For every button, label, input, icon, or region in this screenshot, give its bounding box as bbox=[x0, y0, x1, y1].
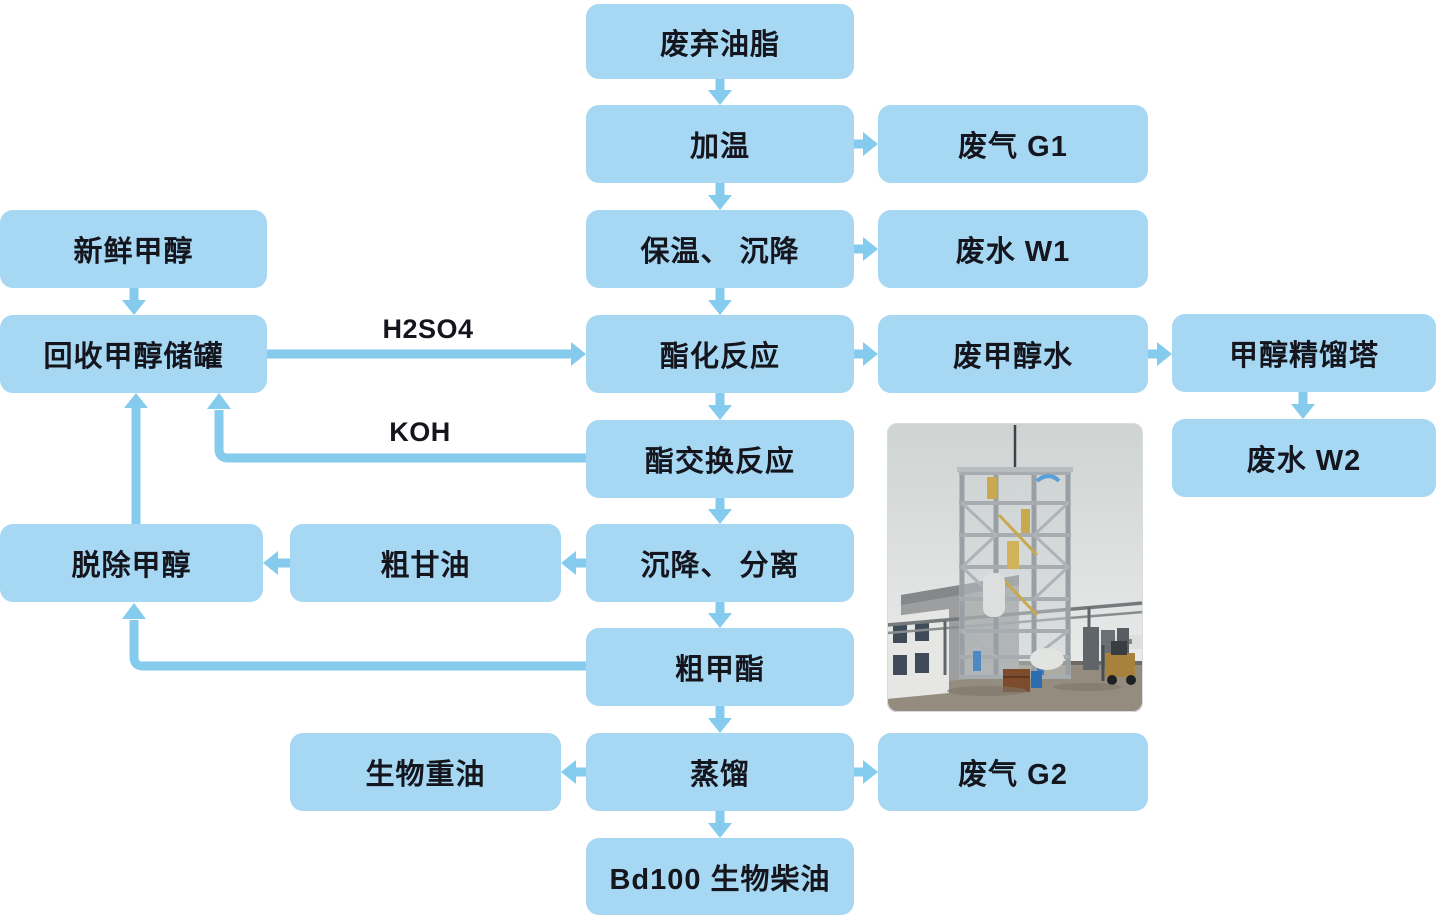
node-crude-glycerol: 粗甘油 bbox=[290, 524, 561, 602]
node-waste-methanol-water: 废甲醇水 bbox=[878, 315, 1148, 393]
plant-photo bbox=[887, 423, 1143, 712]
edge-label-koh: KOH bbox=[389, 417, 451, 447]
node-waste-water-w2: 废水 W2 bbox=[1172, 419, 1436, 497]
node-bio-heavy-oil: 生物重油 bbox=[290, 733, 561, 811]
node-crude-methyl-ester: 粗甲酯 bbox=[586, 628, 854, 706]
node-distillation: 蒸馏 bbox=[586, 733, 854, 811]
node-heating: 加温 bbox=[586, 105, 854, 183]
node-settling-separation: 沉降、 分离 bbox=[586, 524, 854, 602]
node-waste-gas-g1: 废气 G1 bbox=[878, 105, 1148, 183]
node-methanol-removal: 脱除甲醇 bbox=[0, 524, 263, 602]
node-fresh-methanol: 新鲜甲醇 bbox=[0, 210, 267, 288]
node-waste-water-w1: 废水 W1 bbox=[878, 210, 1148, 288]
node-waste-oil: 废弃油脂 bbox=[586, 4, 854, 79]
edge-label-h2so4: H2SO4 bbox=[382, 314, 474, 344]
node-settling-insulation: 保温、 沉降 bbox=[586, 210, 854, 288]
node-bd100-biodiesel: Bd100 生物柴油 bbox=[586, 838, 854, 915]
node-waste-gas-g2: 废气 G2 bbox=[878, 733, 1148, 811]
node-recovered-methanol-tank: 回收甲醇储罐 bbox=[0, 315, 267, 393]
node-transesterification: 酯交换反应 bbox=[586, 420, 854, 498]
node-methanol-distillation-tower: 甲醇精馏塔 bbox=[1172, 314, 1436, 392]
node-esterification: 酯化反应 bbox=[586, 315, 854, 393]
